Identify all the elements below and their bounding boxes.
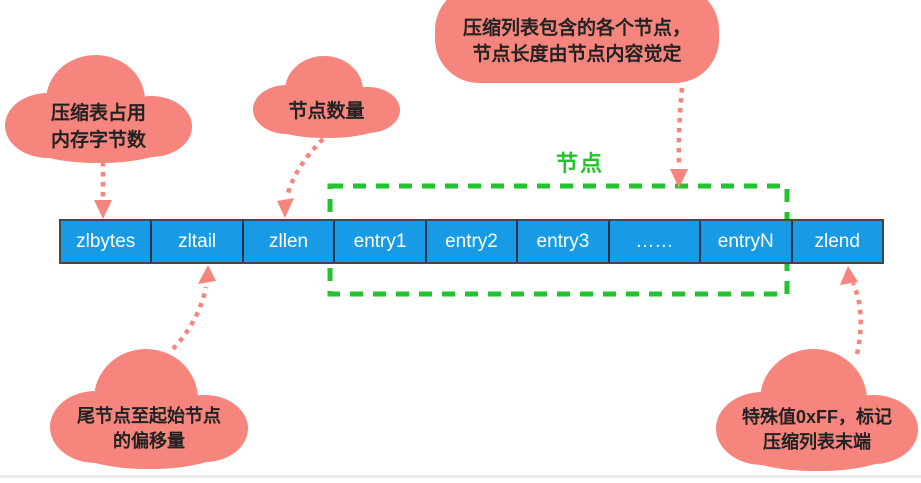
callout-line: 的偏移量 <box>113 430 185 451</box>
bar-cell-ellipsis: …… <box>607 221 699 262</box>
callout-line: 压缩列表末端 <box>763 432 871 453</box>
arrow-line <box>676 87 685 169</box>
dotted-arrow-to-zltail <box>171 265 216 351</box>
callout-line: 压缩表占用 <box>50 103 146 125</box>
callout-line: 节点数量 <box>288 100 365 122</box>
arrow-head-icon <box>670 169 688 188</box>
callout-line: 节点长度由节点内容觉定 <box>472 44 682 66</box>
callout-zlbytes-cloud: 压缩表占用 内存字节数 <box>5 55 192 163</box>
bar-cell-entry2: entry2 <box>424 221 516 262</box>
callout-zltail-text: 尾节点至起始节点 的偏移量 <box>50 349 248 469</box>
callout-line: 尾节点至起始节点 <box>77 405 221 426</box>
arrow-head-icon <box>94 200 112 219</box>
callout-zlend-cloud: 特殊值0xFF，标记 压缩列表末端 <box>716 349 918 471</box>
ziplist-structure-bar: zlbytes zltail zllen entry1 entry2 entry… <box>59 219 884 264</box>
bar-cell-entry3: entry3 <box>516 221 607 262</box>
callout-line: 特殊值0xFF，标记 <box>741 407 892 428</box>
dotted-arrow-to-zllen <box>277 137 325 218</box>
bar-cell-zlend: zlend <box>790 221 882 262</box>
arrow-head-icon <box>198 265 216 284</box>
cloud-shape <box>264 100 389 138</box>
cloud-shape <box>65 413 233 469</box>
bar-cell-entry1: entry1 <box>333 221 424 262</box>
callout-zlbytes-text: 压缩表占用 内存字节数 <box>5 55 192 163</box>
page-bottom-divider <box>0 475 921 478</box>
callout-zllen-text: 节点数量 <box>253 56 400 138</box>
dotted-arrow-to-zlend <box>840 266 863 355</box>
arrow-head-icon <box>277 198 294 218</box>
bar-cell-zlbytes: zlbytes <box>76 230 136 252</box>
arrow-line <box>171 286 209 351</box>
callout-zllen-cloud: 节点数量 <box>253 56 400 138</box>
arrow-head-icon <box>840 266 858 285</box>
cloud-shape <box>19 113 178 163</box>
dotted-arrow-to-entries <box>670 87 688 188</box>
callout-line: 内存字节数 <box>50 129 146 151</box>
bar-cell-zllen: zllen <box>241 221 333 262</box>
callout-zlend-text: 特殊值0xFF，标记 压缩列表末端 <box>716 349 918 471</box>
arrow-line <box>284 137 325 198</box>
cloud-shape <box>732 414 902 471</box>
bar-cell-zltail: zltail <box>150 221 241 262</box>
arrow-line <box>850 282 863 355</box>
node-group-label: 节点 <box>555 151 604 176</box>
bar-cell-entryN: entryN <box>699 221 790 262</box>
callout-line: 压缩列表包含的各个节点， <box>462 17 691 39</box>
callout-entries-bubble: 压缩列表包含的各个节点， 节点长度由节点内容觉定 <box>435 0 719 83</box>
callout-zltail-cloud: 尾节点至起始节点 的偏移量 <box>50 349 248 469</box>
